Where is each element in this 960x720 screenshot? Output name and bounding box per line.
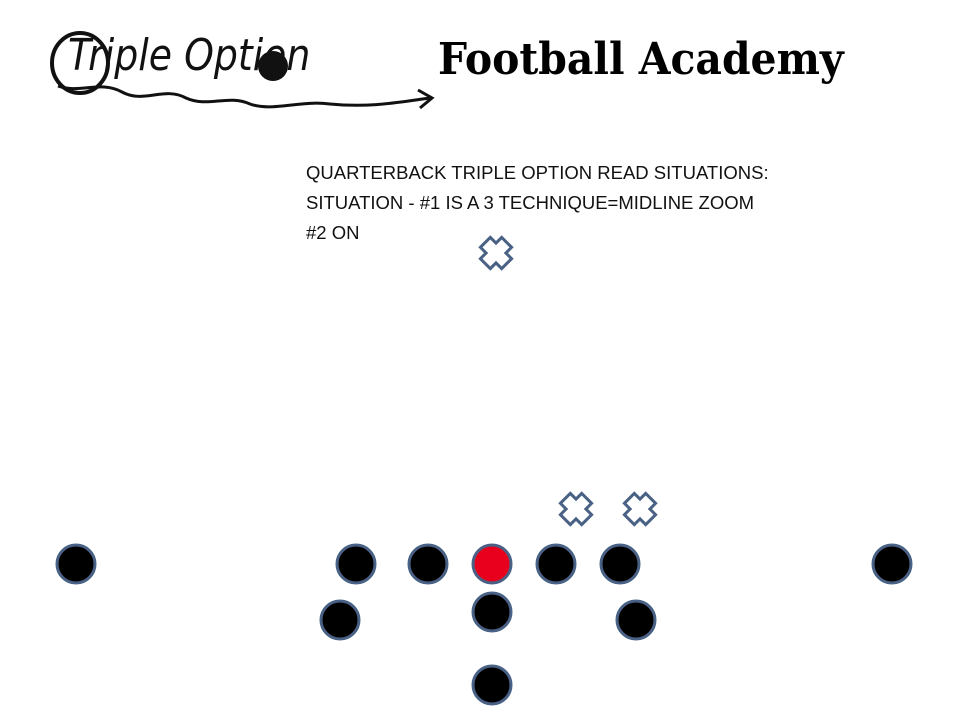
offense-player-left-guard: [407, 543, 449, 585]
offense-player-split-end-right: [871, 543, 913, 585]
caption-line-1: QUARTERBACK TRIPLE OPTION READ SITUATION…: [306, 162, 769, 183]
logo-arrow-head: [417, 88, 435, 110]
logo-decoration: [50, 31, 435, 110]
offense-player-center: [471, 543, 513, 585]
defense-players: [478, 235, 658, 527]
offense-player-right-guard: [535, 543, 577, 585]
academy-logo-header: Triple Option Football Academy: [0, 0, 960, 130]
offense-player-quarterback: [471, 591, 513, 633]
offense-player-left-tackle: [335, 543, 377, 585]
defense-player-defender-1: [558, 491, 594, 527]
offense-player-split-end-left: [55, 543, 97, 585]
offense-player-left-slotback: [319, 599, 361, 641]
offense-player-right-tackle: [599, 543, 641, 585]
play-caption: QUARTERBACK TRIPLE OPTION READ SITUATION…: [306, 158, 866, 248]
caption-line-3: #2 ON: [306, 222, 360, 243]
logo-block-title: Football Academy: [438, 34, 844, 85]
offense-player-fullback: [471, 664, 513, 706]
offense-player-right-slotback: [615, 599, 657, 641]
logo-t-circle: [50, 31, 110, 95]
logo-wavy-arrow: [57, 84, 431, 109]
defense-player-defender-2: [622, 491, 658, 527]
logo-o-disc: [258, 51, 288, 81]
defense-player-safety: [478, 235, 514, 271]
caption-line-2: SITUATION - #1 IS A 3 TECHNIQUE=MIDLINE …: [306, 192, 755, 213]
offense-players: [55, 543, 913, 706]
logo-script-title: Triple Option: [68, 30, 311, 81]
